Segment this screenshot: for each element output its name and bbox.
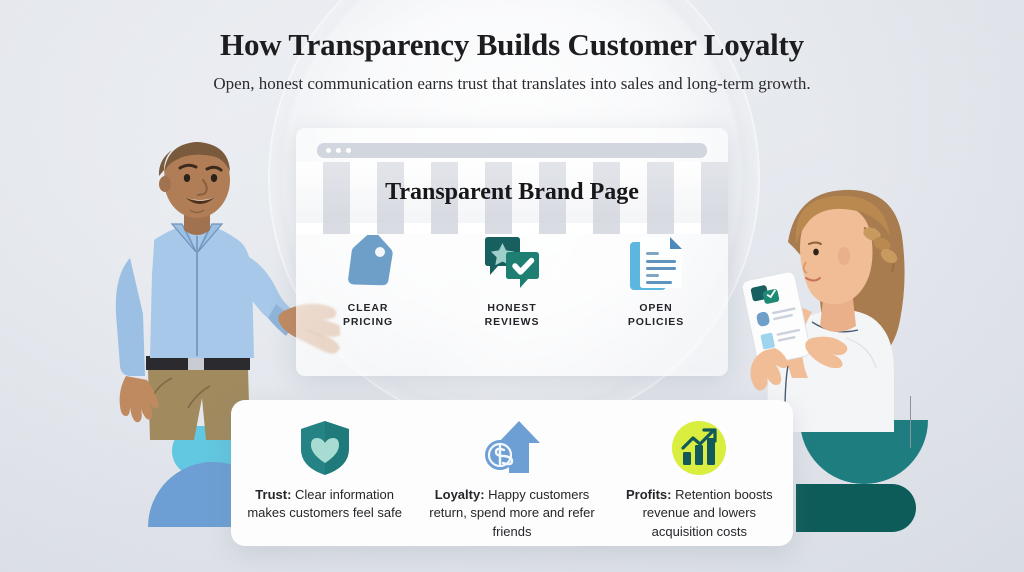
customer-woman (726, 182, 946, 437)
feature-honest-reviews[interactable]: HONEST REVIEWS (440, 232, 584, 352)
decor-dark-teal-pill (796, 484, 916, 532)
feature-label-open-policies: OPEN POLICIES (628, 302, 684, 330)
feature-label-line1: CLEAR (347, 302, 389, 314)
decor-wire-right (910, 396, 911, 448)
shield-heart-icon (298, 418, 352, 478)
price-tag-icon (339, 232, 397, 296)
feature-label-line1: HONEST (487, 302, 537, 314)
growth-chart-icon (671, 418, 727, 478)
header: How Transparency Builds Customer Loyalty… (0, 0, 1024, 94)
awning-scallops (296, 223, 728, 234)
feature-label-line1: OPEN (639, 302, 673, 314)
page-subtitle: Open, honest communication earns trust t… (213, 74, 811, 93)
page-title: How Transparency Builds Customer Loyalty (220, 27, 804, 62)
benefits-card: Trust: Clear information makes customers… (231, 400, 793, 546)
feature-label-honest-reviews: HONEST REVIEWS (485, 302, 540, 330)
window-dot-minimize-icon[interactable] (336, 148, 341, 153)
benefit-body-loyalty: Happy customers return, spend more and r… (429, 487, 595, 539)
benefit-profits[interactable]: Profits: Retention boosts revenue and lo… (606, 406, 793, 546)
benefit-text-trust: Trust: Clear information makes customers… (239, 486, 410, 523)
benefit-body-profits: Retention boosts revenue and lowers acqu… (642, 487, 773, 539)
benefit-bold-trust: Trust: (255, 487, 292, 502)
benefit-bold-loyalty: Loyalty: (434, 487, 485, 502)
dollar-arrow-up-icon (482, 418, 542, 478)
benefit-trust[interactable]: Trust: Clear information makes customers… (231, 406, 418, 546)
benefit-text-profits: Profits: Retention boosts revenue and lo… (614, 486, 785, 541)
benefit-text-loyalty: Loyalty: Happy customers return, spend m… (426, 486, 597, 541)
awning-stripes (296, 162, 728, 234)
benefit-loyalty[interactable]: Loyalty: Happy customers return, spend m… (418, 406, 605, 546)
store-page-title: Transparent Brand Page (385, 178, 639, 205)
feature-label-line2: PRICING (342, 315, 394, 328)
feature-open-policies[interactable]: OPEN POLICIES (584, 232, 728, 352)
feature-label-clear-pricing: CLEAR PRICING (343, 302, 393, 330)
storefront-awning (296, 162, 728, 234)
window-dot-close-icon[interactable] (326, 148, 331, 153)
browser-title-bar (317, 143, 707, 158)
benefit-bold-profits: Profits: (625, 487, 672, 502)
feature-label-line2: REVIEWS (484, 315, 540, 328)
feature-list: CLEAR PRICING HONEST REVIEWS (296, 232, 728, 352)
review-bubbles-icon (482, 232, 542, 296)
awning-shade (296, 162, 728, 234)
feature-clear-pricing[interactable]: CLEAR PRICING (296, 232, 440, 352)
browser-window[interactable]: Transparent Brand Page CLEAR PRICING (296, 128, 728, 376)
feature-label-line2: POLICIES (627, 315, 685, 328)
document-icon (628, 232, 684, 296)
benefit-body-trust: Clear information makes customers feel s… (247, 487, 402, 521)
window-dot-maximize-icon[interactable] (346, 148, 351, 153)
